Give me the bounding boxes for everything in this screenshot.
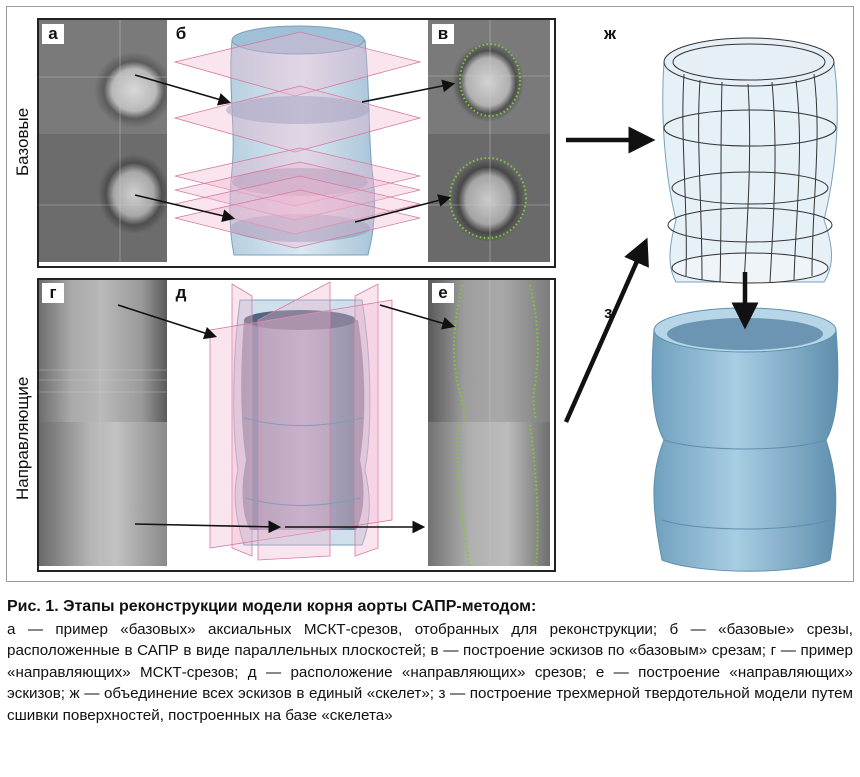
ct-image-g-bottom [39, 422, 167, 566]
guiding-contours [452, 284, 539, 567]
flow-arrows [117, 74, 456, 534]
figure-caption: Рис. 1. Этапы реконструкции модели корня… [7, 596, 853, 726]
caption-title: Рис. 1. Этапы реконструкции модели корня… [7, 598, 537, 615]
panel-label-e: е [432, 283, 454, 303]
guiding-planes-3d [209, 281, 393, 561]
panel-label-d: д [170, 283, 192, 303]
panel-label-b: б [170, 24, 192, 44]
panel-label-a: а [42, 24, 64, 44]
ct-image-g-top [39, 280, 167, 422]
ct-image-e-bottom [428, 422, 550, 566]
ct-gridlines [39, 20, 550, 566]
row-label-basal: Базовые [13, 107, 32, 176]
panel-label-zh: ж [604, 24, 617, 43]
skeleton-wireframe [662, 37, 838, 285]
basal-contours [449, 43, 527, 239]
panel-label-v: в [432, 24, 454, 44]
ct-image-e-top [428, 280, 550, 422]
panel-label-z: з [604, 303, 613, 322]
solid-model [651, 307, 839, 572]
panel-label-g: г [42, 283, 64, 303]
row-label-guiding: Направляющие [13, 376, 32, 500]
big-arrows [563, 126, 759, 423]
caption-body: а — пример «базовых» аксиальных МСКТ-сре… [7, 620, 853, 724]
basal-planes-3d [173, 25, 422, 256]
